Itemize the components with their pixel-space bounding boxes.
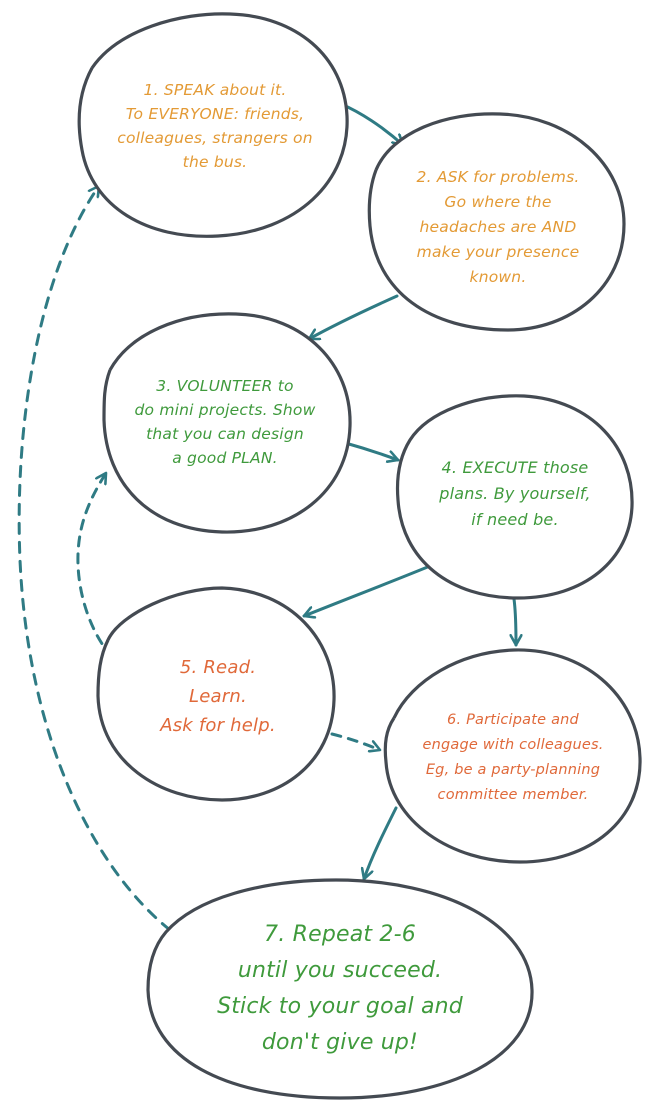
step-3-line: that you can design [146,425,304,443]
step-1-line: the bus. [182,153,248,171]
step-2-line: 2. ASK for problems. [416,167,580,186]
step-6-circle [383,648,642,864]
step-7-text: 7. Repeat 2-6 until you succeed. Stick t… [217,917,463,1061]
step-2-line: known. [469,267,527,286]
step-4-line: plans. By yourself, [439,484,591,503]
edge-5-to-3 [76,471,114,659]
step-2-line: headaches are AND [419,217,577,236]
step-6-label: 6. Participate and engage with colleague… [388,706,638,810]
step-6-text: 6. Participate and engage with colleague… [422,708,603,808]
step-6-line: engage with colleagues. [422,737,604,753]
step-3-line: do mini projects. Show [134,401,316,419]
step-7-line: until you succeed. [237,958,443,983]
step-6-line: committee member. [437,787,589,803]
step-7-line: don't give up! [261,1030,419,1055]
edge-7-to-1 [17,184,172,932]
edge-4-to-6 [514,597,516,647]
step-1-label: 1. SPEAK about it. To EVERYONE: friends,… [86,64,344,188]
step-5-label: 5. Read. Learn. Ask for help. [118,648,318,744]
step-2-circle [367,112,626,332]
step-7-label: 7. Repeat 2-6 until you succeed. Stick t… [160,914,520,1064]
step-2-line: Go where the [444,192,552,211]
step-1-line: 1. SPEAK about it. [143,81,287,99]
edge-2-to-3 [307,294,399,341]
step-7-circle [146,878,534,1100]
edge-6-to-7 [364,806,398,881]
step-5-line: 5. Read. [179,656,257,678]
step-3-line: a good PLAN. [172,449,278,467]
step-5-line: Ask for help. [160,714,276,736]
step-4-circle [395,394,634,600]
step-2-line: make your presence [416,242,580,261]
step-5-text: 5. Read. Learn. Ask for help. [160,653,276,740]
step-6-line: Eg, be a party-planning [425,762,601,778]
edge-4-to-5 [302,564,432,616]
step-1-line: To EVERYONE: friends, [125,105,305,123]
edge-5-to-6 [330,732,382,750]
nodes [77,12,642,1100]
step-7-line: 7. Repeat 2-6 [264,922,416,947]
step-4-line: if need be. [471,510,559,529]
edge-3-to-4 [340,440,400,460]
step-6-line: 6. Participate and [447,712,579,728]
step-2-text: 2. ASK for problems. Go where the headac… [417,165,580,290]
step-2-label: 2. ASK for problems. Go where the headac… [378,162,618,292]
edge-1-to-2 [339,102,405,147]
step-3-circle [102,312,352,534]
step-3-text: 3. VOLUNTEER to do mini projects. Show t… [134,374,315,470]
step-7-line: Stick to your goal and [217,994,463,1019]
step-5-circle [96,586,336,802]
step-1-circle [77,12,349,238]
step-3-line: 3. VOLUNTEER to [156,377,294,395]
step-3-label: 3. VOLUNTEER to do mini projects. Show t… [100,372,350,472]
step-1-line: colleagues, strangers on [117,129,313,147]
step-4-text: 4. EXECUTE those plans. By yourself, if … [439,455,590,533]
step-5-line: Learn. [189,685,247,707]
step-4-line: 4. EXECUTE those [441,458,589,477]
step-4-label: 4. EXECUTE those plans. By yourself, if … [400,454,630,534]
step-1-text: 1. SPEAK about it. To EVERYONE: friends,… [117,78,313,174]
